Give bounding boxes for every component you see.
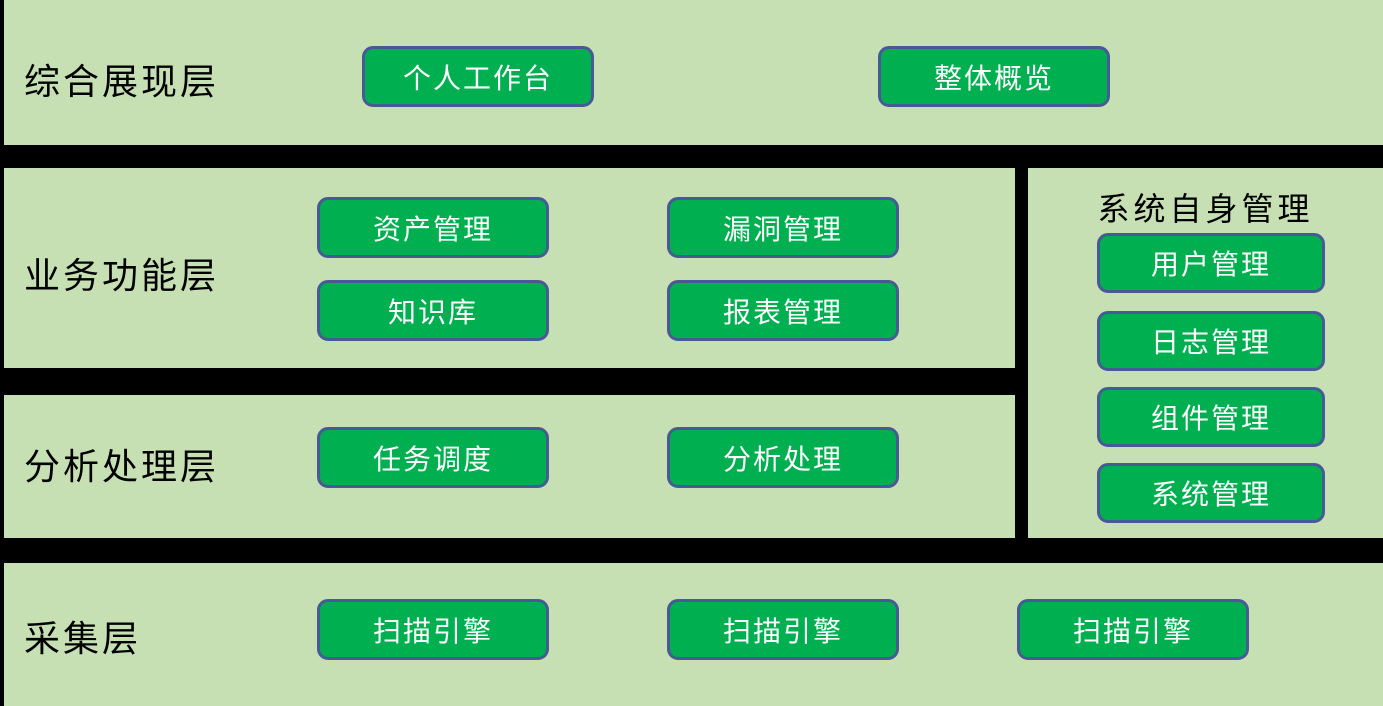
button-system-management[interactable]: 系统管理 xyxy=(1097,463,1325,523)
button-scan-engine-2[interactable]: 扫描引擎 xyxy=(667,599,899,660)
button-knowledge-base[interactable]: 知识库 xyxy=(317,280,549,341)
system-management-title: 系统自身管理 xyxy=(1097,191,1314,227)
button-log-management[interactable]: 日志管理 xyxy=(1097,311,1325,371)
button-overall-overview[interactable]: 整体概览 xyxy=(878,46,1110,107)
button-component-management[interactable]: 组件管理 xyxy=(1097,387,1325,447)
button-scan-engine-3[interactable]: 扫描引擎 xyxy=(1017,599,1249,660)
layer-label-analysis: 分析处理层 xyxy=(24,446,220,487)
button-user-management[interactable]: 用户管理 xyxy=(1097,233,1325,293)
layer-label-display: 综合展现层 xyxy=(24,61,220,102)
button-asset-management[interactable]: 资产管理 xyxy=(317,197,549,258)
button-report-management[interactable]: 报表管理 xyxy=(667,280,899,341)
button-scan-engine-1[interactable]: 扫描引擎 xyxy=(317,599,549,660)
layer-label-business: 业务功能层 xyxy=(24,255,220,296)
button-analysis-processing[interactable]: 分析处理 xyxy=(667,427,899,488)
button-vulnerability-management[interactable]: 漏洞管理 xyxy=(667,197,899,258)
button-task-scheduling[interactable]: 任务调度 xyxy=(317,427,549,488)
layer-label-collection: 采集层 xyxy=(24,618,142,659)
layer-band-display xyxy=(4,0,1383,145)
button-personal-workbench[interactable]: 个人工作台 xyxy=(362,46,594,107)
